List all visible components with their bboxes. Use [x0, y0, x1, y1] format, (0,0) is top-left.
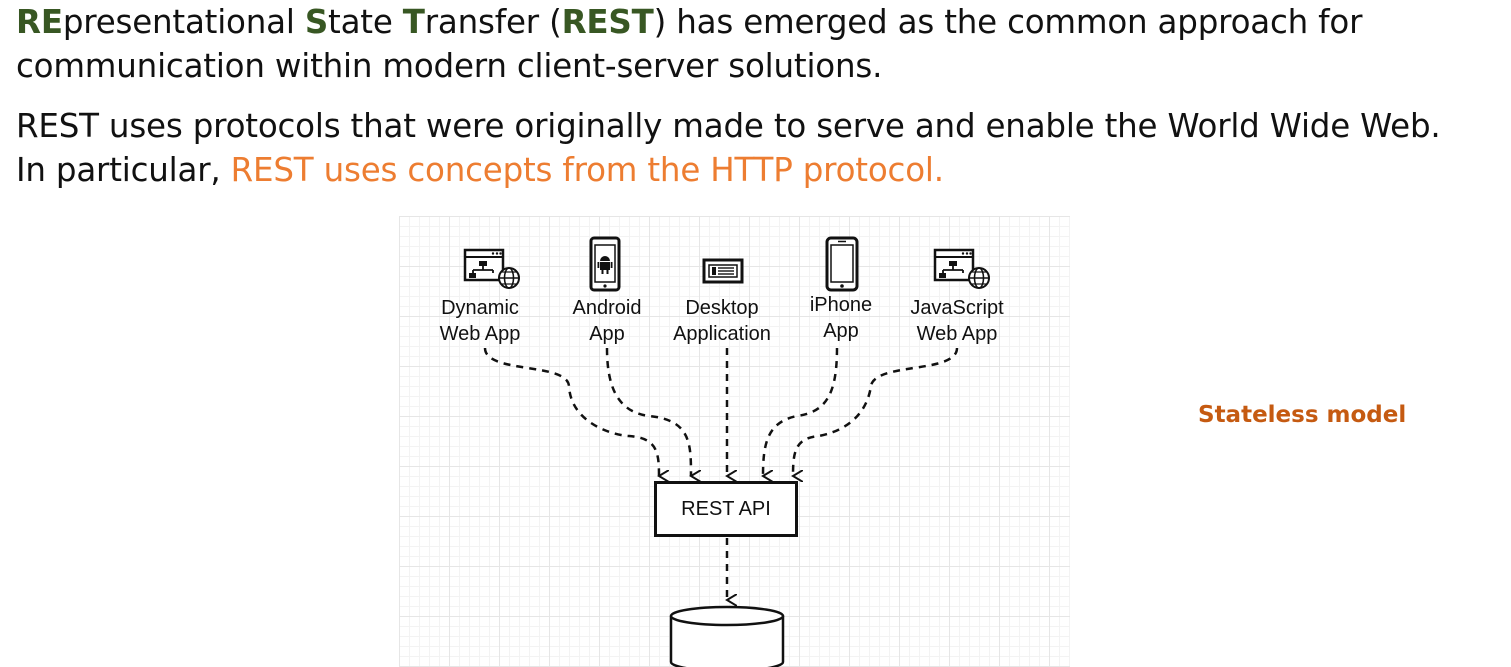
android-phone-icon	[589, 236, 621, 292]
client-label-line2: App	[823, 320, 859, 342]
client-label-line1: JavaScript	[910, 297, 1004, 319]
stateless-model-label: Stateless model	[1198, 402, 1407, 428]
database-icon	[669, 605, 785, 667]
acronym-re: RE	[16, 3, 63, 41]
connector-dynamic-web-app	[483, 347, 659, 476]
client-dynamic-web-app: Dynamic Web App	[440, 295, 521, 347]
intro-line-2: communication within modern client-serve…	[16, 47, 883, 85]
connector-javascript-web-app	[793, 347, 959, 476]
client-javascript-web-app: JavaScript Web App	[910, 295, 1003, 347]
intro-paragraph: REpresentational State Transfer (REST) h…	[16, 0, 1362, 88]
client-label-line2: App	[589, 323, 625, 345]
client-label-line1: Desktop	[685, 297, 759, 319]
client-label-line1: iPhone	[809, 294, 873, 316]
text-ransfer: ransfer (	[424, 3, 562, 41]
client-label-line2: Application	[673, 323, 771, 345]
client-label-line2: Web App	[916, 323, 998, 345]
acronym-t: T	[402, 3, 425, 41]
client-label-line2: Web App	[439, 323, 521, 345]
client-label-line1: Android	[572, 297, 642, 319]
web-app-icon	[463, 248, 520, 289]
protocol-line-1: REST uses protocols that were originally…	[16, 107, 1441, 145]
rest-api-box: REST API	[654, 481, 798, 537]
iphone-icon	[825, 236, 859, 292]
client-iphone-app: iPhone App	[810, 292, 872, 344]
text-rest-tail: ) has emerged as the common approach for	[653, 3, 1363, 41]
text-presentational: presentational	[62, 3, 305, 41]
connector-iphone-app	[763, 347, 839, 476]
acronym-rest: REST	[561, 3, 654, 41]
connector-android-app	[605, 347, 691, 476]
http-highlight: REST uses concepts from the HTTP protoco…	[230, 151, 944, 189]
client-label-line1: Dynamic	[441, 297, 519, 319]
protocol-line-2: In particular, REST uses concepts from t…	[16, 148, 1441, 192]
rest-api-label: REST API	[681, 497, 771, 520]
text-tate: tate	[328, 3, 403, 41]
desktop-window-icon	[702, 258, 744, 284]
rest-architecture-diagram: Dynamic Web App Android App Desktop Appl…	[399, 216, 1070, 667]
acronym-s: S	[304, 3, 329, 41]
intro-line-1: REpresentational State Transfer (REST) h…	[16, 0, 1362, 44]
client-android-app: Android App	[573, 295, 642, 347]
text-in-particular: In particular,	[16, 151, 231, 189]
web-app-icon	[933, 248, 990, 289]
client-desktop-application: Desktop Application	[673, 295, 771, 347]
diagram-graphics	[463, 236, 990, 667]
protocol-paragraph: REST uses protocols that were originally…	[16, 104, 1441, 192]
